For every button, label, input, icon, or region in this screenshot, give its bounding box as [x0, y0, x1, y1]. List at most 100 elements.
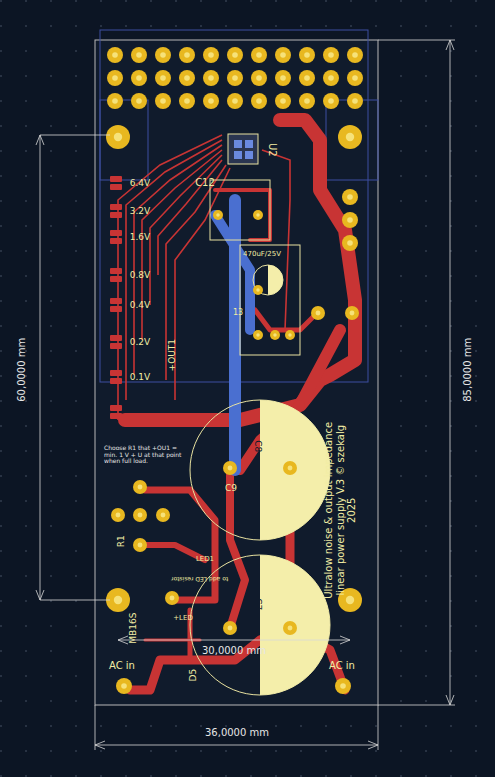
part-name: R1 — [116, 535, 126, 547]
through-hole-pads — [106, 47, 363, 694]
drill-hole — [136, 75, 142, 81]
drill-hole — [232, 52, 238, 58]
drill-hole — [273, 333, 277, 337]
pin-number: 13 — [233, 308, 243, 317]
pad — [107, 70, 123, 86]
smd-pad — [110, 212, 122, 218]
drill-hole — [340, 683, 346, 689]
smd-pad — [110, 413, 122, 419]
drill-hole — [280, 75, 286, 81]
ic-pads — [234, 140, 253, 159]
courtyard — [326, 100, 378, 180]
pad — [253, 210, 263, 220]
dimension-lines — [36, 40, 455, 750]
drill-hole — [136, 52, 142, 58]
pad — [311, 306, 325, 320]
drill-hole — [208, 52, 214, 58]
drill-hole — [160, 98, 166, 104]
voltage-label: 0.2V — [130, 337, 150, 347]
board-outline — [95, 40, 378, 705]
smd-pad — [110, 268, 122, 274]
drill-hole — [328, 75, 334, 81]
pad — [106, 125, 130, 149]
part-name: MB16S — [129, 612, 139, 643]
smd-pad — [110, 238, 122, 244]
drill-hole — [347, 217, 353, 223]
pad — [338, 125, 362, 149]
pad — [223, 621, 237, 635]
pad — [299, 47, 315, 63]
drill-hole — [346, 133, 354, 141]
drill-hole — [288, 626, 293, 631]
drill-hole — [114, 133, 122, 141]
smd-pad — [110, 335, 122, 341]
voltage-label: 0.4V — [130, 300, 150, 310]
connector-name: AC in — [109, 660, 135, 672]
smd-pad — [110, 306, 122, 312]
pad — [335, 678, 351, 694]
pad — [285, 330, 295, 340]
design-note: to add LED resistor — [171, 575, 228, 582]
pad — [165, 591, 179, 605]
smd-pad — [110, 184, 122, 190]
pad — [155, 70, 171, 86]
drill-hole — [280, 52, 286, 58]
capacitor-outlines — [190, 180, 330, 695]
part-name: C8 — [253, 440, 263, 452]
pad — [275, 47, 291, 63]
pad — [116, 678, 132, 694]
pad — [251, 93, 267, 109]
drill-hole — [304, 75, 310, 81]
drill-hole — [116, 513, 121, 518]
pad — [323, 93, 339, 109]
pad — [131, 93, 147, 109]
pad — [213, 210, 223, 220]
drill-hole — [184, 98, 190, 104]
pad — [347, 93, 363, 109]
smd-pad — [110, 176, 122, 182]
pad — [156, 508, 170, 522]
pad — [155, 93, 171, 109]
pad — [323, 70, 339, 86]
drill-hole — [208, 75, 214, 81]
pad — [342, 212, 358, 228]
drill-hole — [256, 213, 260, 217]
voltage-label: 0.8V — [130, 270, 150, 280]
drill-hole — [316, 311, 321, 316]
pad — [227, 47, 243, 63]
drill-hole — [328, 98, 334, 104]
drill-hole — [138, 513, 143, 518]
part-name: U2 — [266, 143, 278, 157]
voltage-label: 0.1V — [130, 372, 150, 382]
smd-pad — [110, 276, 122, 282]
pad — [270, 330, 280, 340]
pad — [203, 47, 219, 63]
smd-pads — [110, 176, 122, 419]
pad — [251, 70, 267, 86]
drill-hole — [138, 485, 143, 490]
pad — [111, 508, 125, 522]
pin-label: +LED — [173, 614, 193, 622]
pad — [133, 508, 147, 522]
drill-hole — [352, 98, 358, 104]
drill-hole — [304, 52, 310, 58]
pad — [299, 93, 315, 109]
part-name: C7 — [253, 598, 263, 610]
part-name: LED1 — [196, 555, 214, 563]
connector-name: AC in — [329, 660, 355, 672]
drill-hole — [352, 52, 358, 58]
drill-hole — [288, 333, 292, 337]
smd-pad — [110, 230, 122, 236]
drill-hole — [232, 75, 238, 81]
smd-pad — [110, 298, 122, 304]
pad — [342, 189, 358, 205]
drill-hole — [112, 52, 118, 58]
pad — [283, 461, 297, 475]
drill-hole — [216, 213, 220, 217]
pad — [179, 70, 195, 86]
voltage-label: 6.4V — [130, 178, 150, 188]
pad — [203, 93, 219, 109]
drill-hole — [256, 288, 260, 292]
smd-pad — [110, 204, 122, 210]
